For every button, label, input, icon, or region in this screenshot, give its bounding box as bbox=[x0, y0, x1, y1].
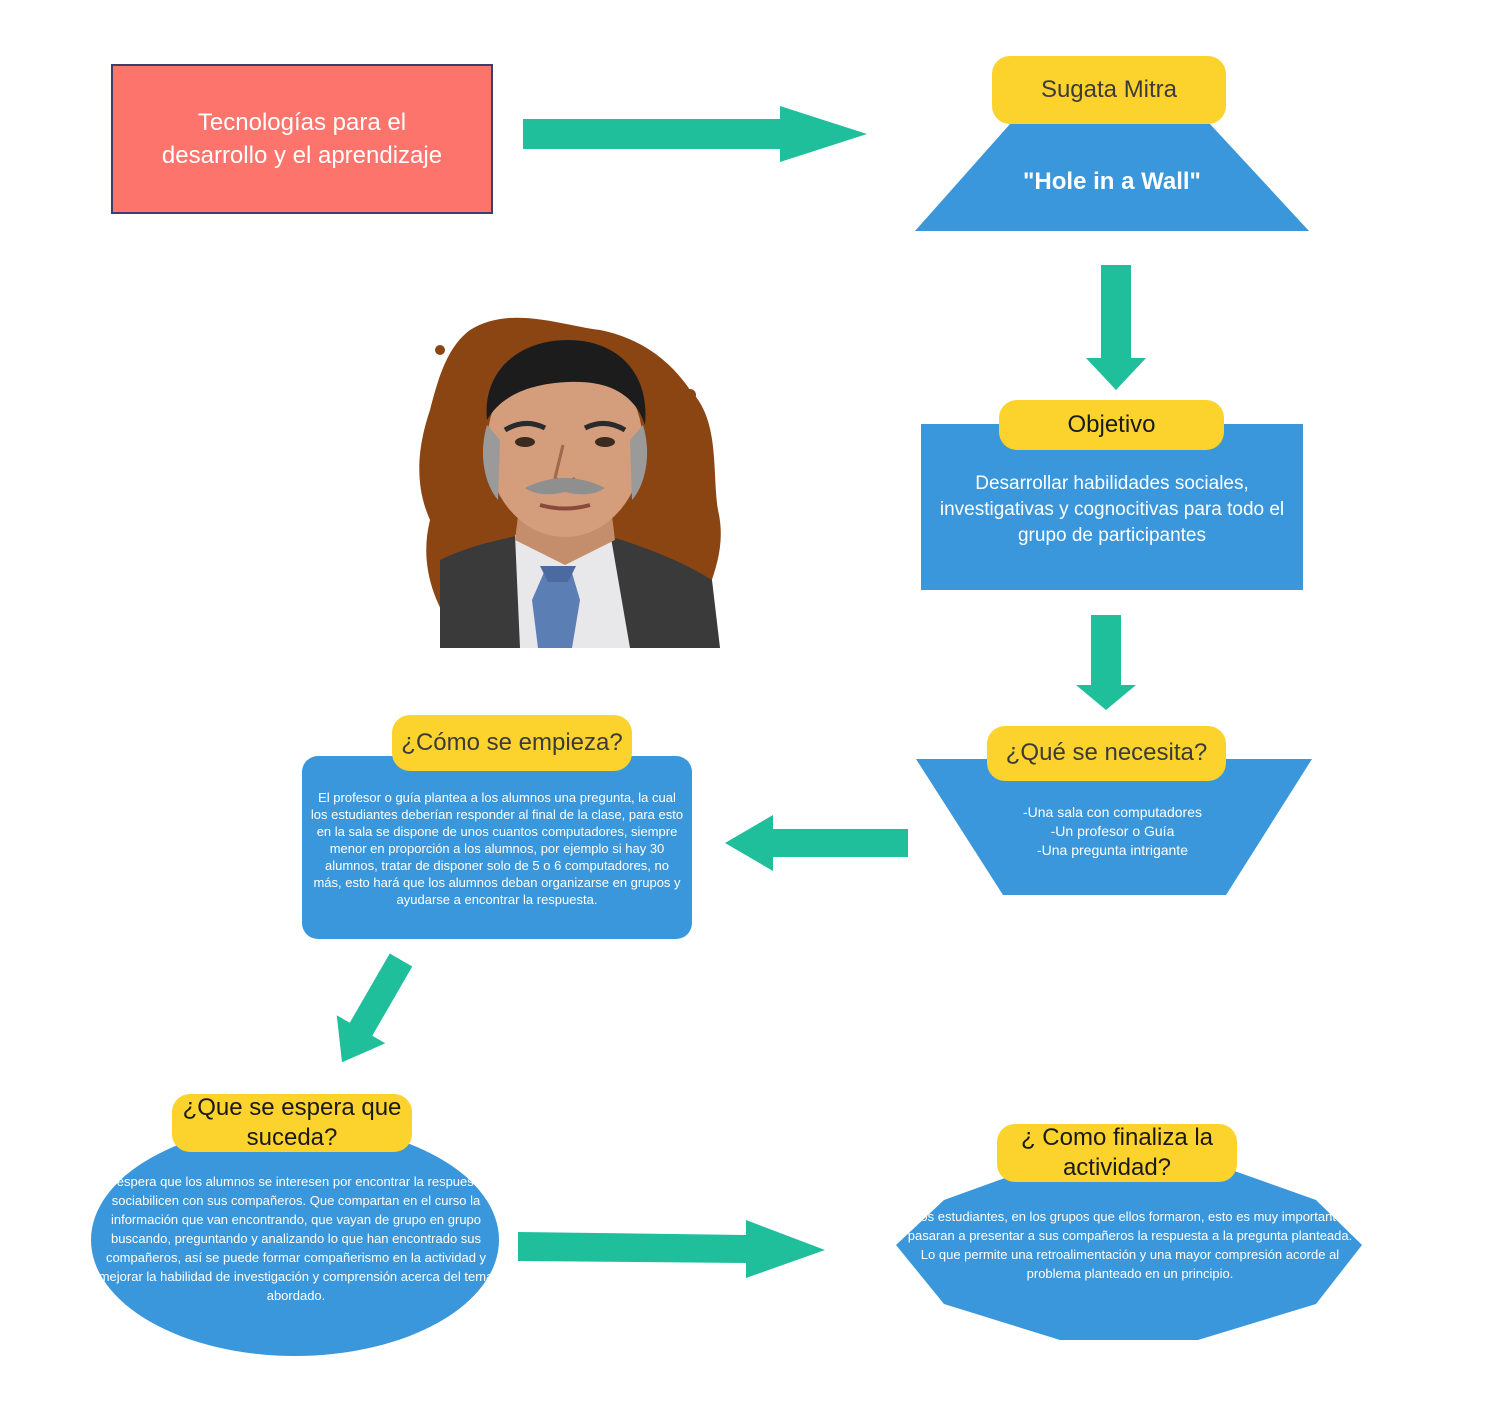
como-se-empieza-title-text: ¿Cómo se empieza? bbox=[401, 728, 623, 756]
que-se-necesita-title: ¿Qué se necesita? bbox=[987, 726, 1226, 781]
arrow-right-bottom bbox=[518, 1220, 825, 1278]
need-item: -Una pregunta intrigante bbox=[1037, 842, 1188, 858]
como-se-empieza-text: El profesor o guía plantea a los alumnos… bbox=[310, 790, 684, 907]
como-finaliza-text-box: Los estudiantes, en los grupos que ellos… bbox=[905, 1207, 1355, 1283]
objetivo-title-text: Objetivo bbox=[1067, 410, 1156, 438]
que-se-espera-text-box: Se espera que los alumnos se interesen p… bbox=[97, 1172, 495, 1305]
sugata-mitra-title-text: Sugata Mitra bbox=[1040, 75, 1178, 103]
arrow-left bbox=[725, 815, 908, 871]
objetivo-text-box: Desarrollar habilidades sociales, invest… bbox=[921, 460, 1303, 560]
que-se-necesita-list: -Una sala con computadores -Un profesor … bbox=[960, 803, 1265, 860]
objetivo-title: Objetivo bbox=[999, 400, 1224, 450]
como-finaliza-title-text: ¿ Como finaliza la actividad? bbox=[1020, 1124, 1214, 1181]
como-finaliza-title: ¿ Como finaliza la actividad? bbox=[997, 1124, 1237, 1182]
arrow-down-1 bbox=[1086, 265, 1146, 390]
como-finaliza-octagon bbox=[896, 1158, 1362, 1340]
que-se-espera-title: ¿Que se espera que suceda? bbox=[172, 1094, 412, 1152]
hole-in-wall-text: "Hole in a Wall" bbox=[1023, 168, 1201, 195]
como-finaliza-text: Los estudiantes, en los grupos que ellos… bbox=[907, 1209, 1353, 1281]
hole-in-wall-label: "Hole in a Wall" bbox=[915, 160, 1309, 204]
need-item: -Un profesor o Guía bbox=[1050, 823, 1175, 839]
que-se-espera-text: Se espera que los alumnos se interesen p… bbox=[97, 1174, 495, 1303]
que-se-espera-title-text: ¿Que se espera que suceda? bbox=[182, 1094, 402, 1151]
need-item: -Una sala con computadores bbox=[1023, 804, 1202, 820]
portrait-illustration-icon bbox=[419, 317, 721, 648]
que-se-necesita-title-text: ¿Qué se necesita? bbox=[1005, 739, 1208, 767]
como-se-empieza-box-shape bbox=[302, 756, 692, 939]
que-se-espera-ellipse bbox=[91, 1124, 499, 1356]
start-box-shape bbox=[111, 64, 493, 214]
arrow-diagonal bbox=[336, 953, 413, 1063]
como-se-empieza-title: ¿Cómo se empieza? bbox=[392, 715, 632, 771]
arrow-down-2 bbox=[1076, 615, 1136, 710]
arrow-right-top bbox=[523, 106, 867, 162]
hole-in-wall-trapezoid bbox=[915, 124, 1309, 231]
como-se-empieza-text-box: El profesor o guía plantea a los alumnos… bbox=[310, 789, 684, 908]
objetivo-box-shape bbox=[921, 424, 1303, 590]
start-box-text: Tecnologías para el desarrollo y el apre… bbox=[161, 109, 443, 169]
sugata-mitra-title: Sugata Mitra bbox=[992, 56, 1226, 124]
que-se-necesita-trapezoid bbox=[916, 759, 1312, 895]
start-box: Tecnologías para el desarrollo y el apre… bbox=[112, 65, 492, 213]
objetivo-text: Desarrollar habilidades sociales, invest… bbox=[939, 473, 1285, 546]
